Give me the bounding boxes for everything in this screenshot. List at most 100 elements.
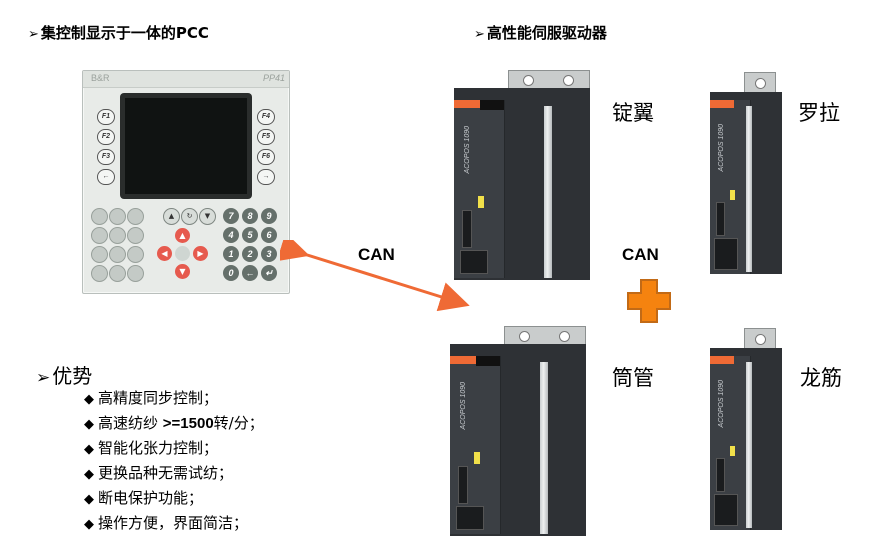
pcc-fkey-left: F3	[97, 149, 115, 165]
pcc-heading-text: 集控制显示于一体的PCC	[40, 24, 209, 42]
mounting-bracket	[744, 72, 776, 94]
pcc-gray-key	[127, 246, 144, 263]
mounting-hole	[755, 78, 766, 89]
pcc-fkey-right: →	[257, 169, 275, 185]
double-arrow-line	[280, 240, 470, 312]
advantage-text: 智能化张力控制；	[98, 439, 219, 457]
warning-label	[478, 196, 484, 208]
drive-bottom-connector	[714, 238, 738, 270]
servo-drive-large-1: ACOPOS 1090	[448, 70, 598, 285]
pcc-screen	[125, 98, 247, 194]
advantage-text: 高速纺纱	[98, 414, 163, 432]
arrow-bullet-icon: ➢	[474, 27, 485, 42]
pcc-fkey-right: F6	[257, 149, 275, 165]
drive-connector	[716, 458, 725, 492]
can-connection-arrow	[280, 240, 470, 312]
drive-front-panel	[450, 356, 501, 534]
advantage-value: >=1500	[162, 415, 214, 432]
can-label-left: CAN	[358, 245, 395, 264]
drive-side-rail	[540, 362, 548, 534]
servo-drive-slim-1: ACOPOS 1090	[706, 72, 786, 277]
drive-bottom-connector	[460, 250, 488, 274]
arrow-bullet-icon: ➢	[36, 368, 51, 388]
drive-bottom-connector	[456, 506, 484, 530]
drive-bottom-connector	[714, 494, 738, 526]
drive-model-text: ACOPOS 1090	[718, 380, 725, 428]
servo-heading-text: 高性能伺服驱动器	[486, 24, 607, 42]
pcc-numpad-key: 4	[223, 227, 239, 243]
drive-orange-cap	[454, 100, 480, 108]
advantage-item: ◆ 断电保护功能；	[84, 486, 264, 511]
pcc-fkey-right: F5	[257, 129, 275, 145]
mounting-hole	[523, 75, 534, 86]
advantages-title-text: 优势	[52, 364, 93, 388]
pcc-numpad-key: 5	[242, 227, 258, 243]
drive-model-text: ACOPOS 1090	[718, 124, 725, 172]
pcc-top-strip: B&R PP41	[83, 71, 289, 88]
pcc-heading: ➢集控制显示于一体的PCC	[28, 22, 209, 43]
advantage-item: ◆高速纺纱 >=1500转/分；	[84, 411, 264, 436]
advantage-item: ◆ 更换品种无需试纺；	[84, 461, 264, 486]
diamond-bullet-icon: ◆	[84, 517, 94, 532]
pcc-numpad-key: 1	[223, 246, 239, 262]
pcc-numpad-key: 0	[223, 265, 239, 281]
pcc-numpad-key: 3	[261, 246, 277, 262]
drive-front-panel	[454, 100, 505, 278]
diamond-bullet-icon: ◆	[84, 467, 94, 482]
drive-label-spindle: 锭翼	[612, 101, 654, 125]
mounting-bracket	[744, 328, 776, 350]
pcc-gray-key	[91, 246, 108, 263]
advantage-text: 断电保护功能；	[98, 489, 204, 507]
warning-label	[474, 452, 480, 464]
mounting-hole	[563, 75, 574, 86]
nav-up-key: ▲	[175, 228, 190, 243]
drive-side-rail	[544, 106, 552, 278]
pcc-numpad-key: 7	[223, 208, 239, 224]
mounting-hole	[755, 334, 766, 345]
pcc-gray-key	[109, 227, 126, 244]
drive-connector	[716, 202, 725, 236]
nav-left-key: ◀	[157, 246, 172, 261]
mounting-hole	[519, 331, 530, 342]
plus-icon	[627, 279, 671, 323]
rotate-key: ↻	[181, 208, 198, 225]
pcc-fkey-right: F4	[257, 109, 275, 125]
pcc-numpad-key: ↵	[261, 265, 277, 281]
drive-terminal-block	[476, 356, 500, 366]
warning-label	[730, 446, 735, 456]
drive-orange-cap	[710, 100, 734, 108]
pcc-gray-key	[109, 246, 126, 263]
advantage-item: ◆高精度同步控制；	[84, 386, 264, 411]
advantage-text: 更换品种无需试纺；	[98, 464, 234, 482]
pcc-gray-key	[91, 265, 108, 282]
advantage-item: ◆智能化张力控制；	[84, 436, 264, 461]
servo-drive-large-2: ACOPOS 1090	[444, 326, 594, 541]
drive-orange-cap	[450, 356, 476, 364]
diamond-bullet-icon: ◆	[84, 392, 94, 407]
pcc-gray-key	[127, 208, 144, 225]
drive-side-rail	[746, 362, 752, 528]
pcc-numpad-key: 6	[261, 227, 277, 243]
pcc-model: PP41	[263, 73, 286, 83]
mounting-bracket	[508, 70, 590, 90]
mounting-hole	[559, 331, 570, 342]
mounting-bracket	[504, 326, 586, 346]
pcc-gray-key	[91, 227, 108, 244]
pcc-gray-key	[109, 208, 126, 225]
down-triangle-key: ▼	[199, 208, 216, 225]
up-triangle-key: ▲	[163, 208, 180, 225]
drive-connector	[462, 210, 472, 248]
drive-model-text: ACOPOS 1090	[460, 382, 467, 430]
diamond-bullet-icon: ◆	[84, 492, 94, 507]
pcc-fkey-left: ←	[97, 169, 115, 185]
can-label-right: CAN	[622, 245, 659, 264]
pcc-gray-key	[109, 265, 126, 282]
pcc-gray-key	[127, 227, 144, 244]
pcc-fkey-left: F2	[97, 129, 115, 145]
advantage-text-suffix: 转/分；	[213, 414, 264, 432]
drive-model-text: ACOPOS 1090	[464, 126, 471, 174]
pcc-numpad-key: 8	[242, 208, 258, 224]
advantages-title: ➢优势	[36, 360, 92, 389]
